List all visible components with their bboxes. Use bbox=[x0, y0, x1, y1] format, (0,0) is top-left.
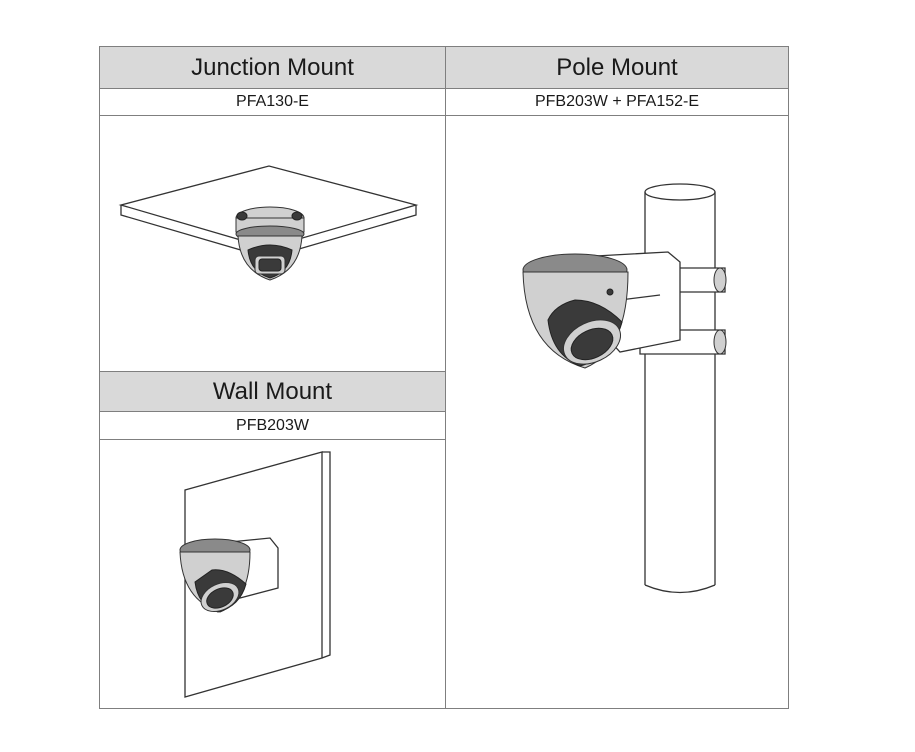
junction-mount-model: PFA130-E bbox=[99, 88, 446, 116]
pole-mount-illustration bbox=[522, 183, 727, 594]
wall-mount-illustration bbox=[179, 451, 331, 698]
pole-mount-title: Pole Mount bbox=[445, 46, 789, 89]
wall-mount-title: Wall Mount bbox=[99, 371, 446, 412]
junction-mount-title: Junction Mount bbox=[99, 46, 446, 89]
pole-mount-model: PFB203W + PFA152-E bbox=[445, 88, 789, 116]
junction-mount-illustration bbox=[118, 165, 419, 281]
wall-mount-model: PFB203W bbox=[99, 411, 446, 440]
pole-mount-image-cell bbox=[445, 115, 789, 709]
